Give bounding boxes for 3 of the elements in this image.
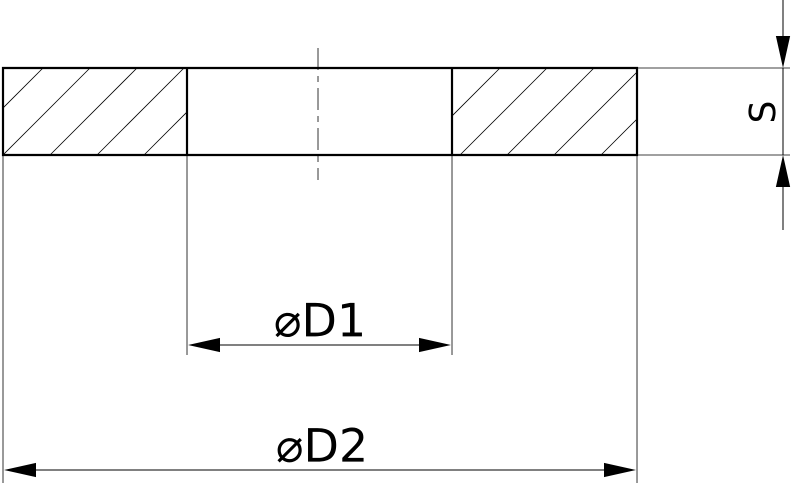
- dimension-label: ⌀D1: [275, 302, 362, 338]
- dimension-label: ⌀D2: [277, 428, 364, 462]
- dimension-label: S: [748, 102, 776, 122]
